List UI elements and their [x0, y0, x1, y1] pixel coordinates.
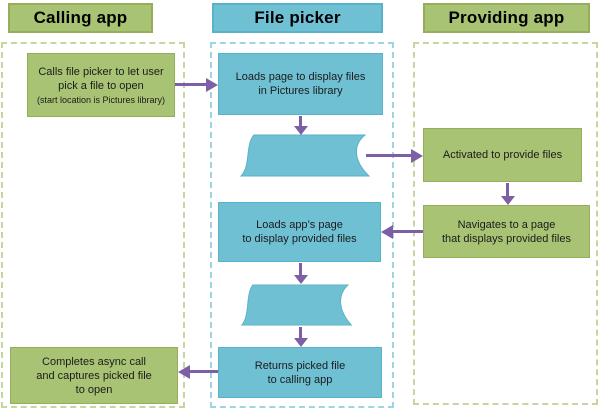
header-calling-app: Calling app — [8, 3, 153, 33]
node-completes-async-call: Completes async call and captures picked… — [10, 347, 178, 404]
node-loads-app-page: Loads app’s page to display provided fil… — [218, 202, 381, 262]
lane-providing-app — [413, 42, 598, 405]
lane-file-picker — [210, 42, 394, 408]
node-user-picks-file: User picks provided file — [234, 284, 354, 326]
node-returns-picked-file: Returns picked file to calling app — [218, 347, 382, 398]
node-calls-file-picker-text: Calls file picker to let user pick a fil… — [38, 65, 164, 92]
header-calling-app-label: Calling app — [33, 8, 128, 27]
header-providing-app: Providing app — [423, 3, 590, 33]
node-activated-text: Activated to provide files — [442, 149, 563, 161]
header-file-picker-label: File picker — [254, 8, 341, 27]
wave-shape — [239, 134, 371, 177]
node-user-selects-app-text: User selects app to provide files — [255, 142, 349, 169]
node-loads-page-text: Loads page to display files in Pictures … — [235, 71, 366, 97]
node-navigates: Navigates to a page that displays provid… — [423, 205, 590, 258]
node-user-picks-file-text: User picks provided file — [264, 292, 324, 318]
node-calls-file-picker: Calls file picker to let user pick a fil… — [27, 53, 175, 117]
node-calls-file-picker-note: (start location is Pictures library) — [36, 94, 166, 105]
lane-calling-app — [1, 42, 185, 408]
node-loads-app-page-text: Loads app’s page to display provided fil… — [242, 219, 357, 245]
node-user-selects-app: User selects app to provide files — [232, 134, 372, 177]
node-completes-async-call-text: Completes async call and captures picked… — [36, 355, 152, 396]
node-returns-picked-file-text: Returns picked file to calling app — [254, 359, 346, 386]
node-activated: Activated to provide files — [423, 128, 582, 182]
header-file-picker: File picker — [212, 3, 383, 33]
node-navigates-text: Navigates to a page that displays provid… — [441, 218, 571, 245]
header-providing-app-label: Providing app — [448, 8, 565, 27]
wave-shape — [240, 284, 353, 326]
node-loads-page: Loads page to display files in Pictures … — [218, 53, 383, 115]
